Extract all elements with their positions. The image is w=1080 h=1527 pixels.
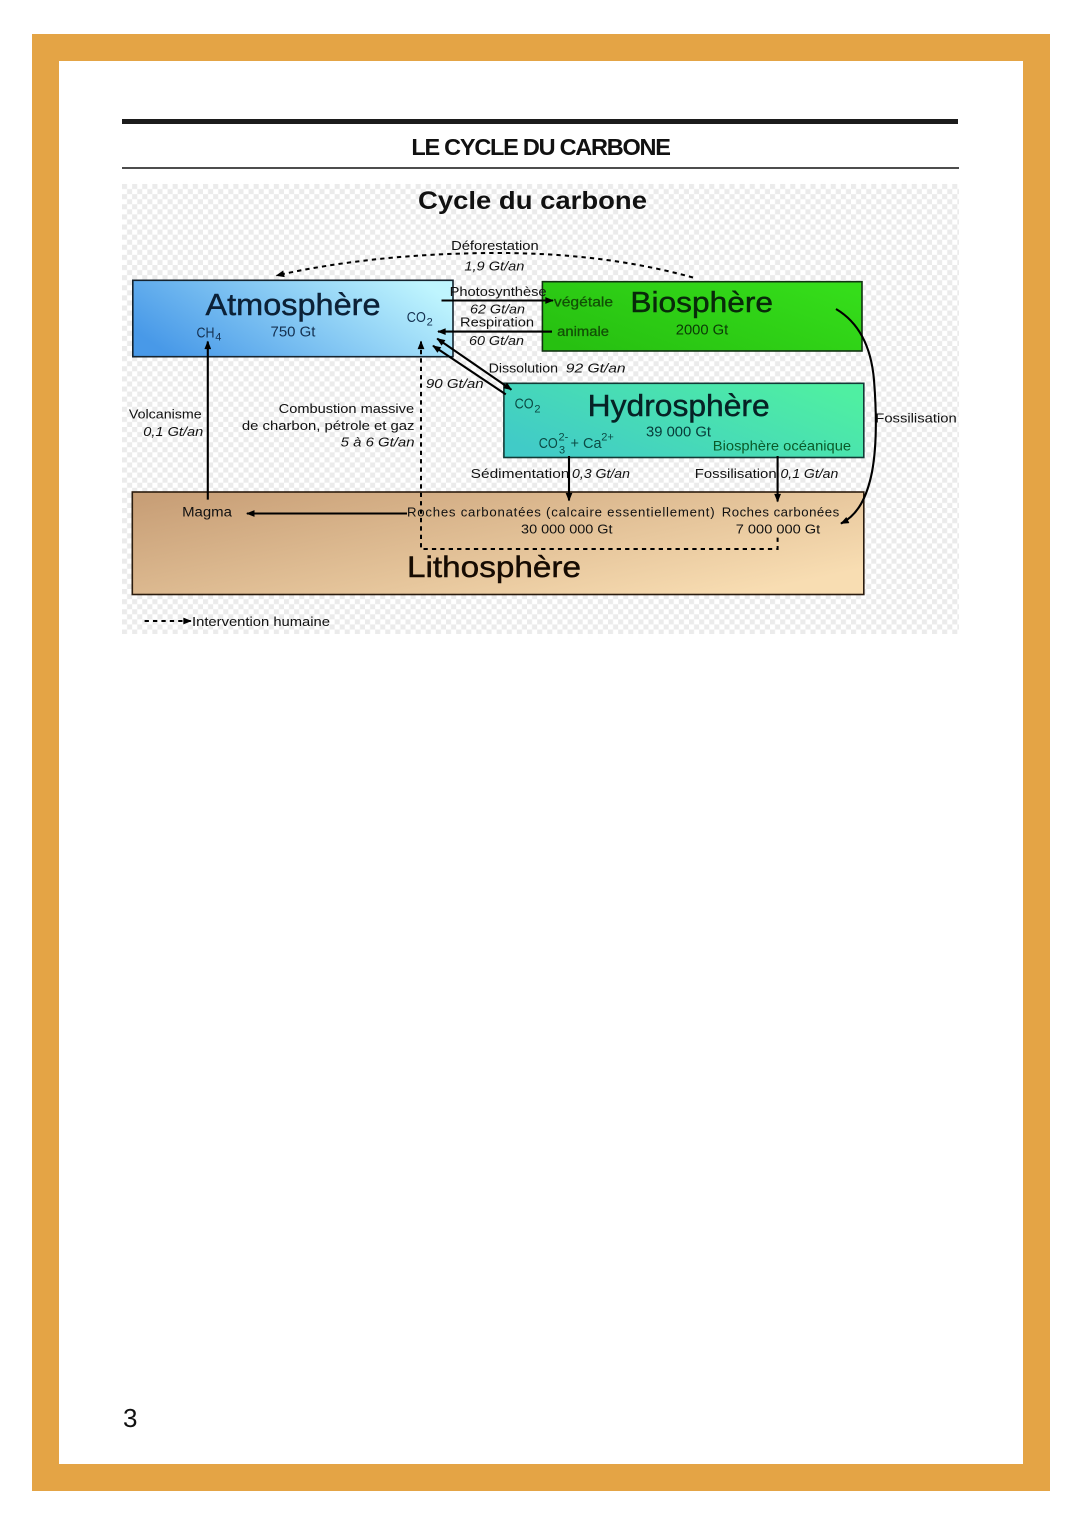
svg-text:Magma: Magma (182, 504, 232, 519)
svg-text:2: 2 (427, 316, 433, 328)
svg-text:Combustion massive: Combustion massive (279, 401, 414, 416)
svg-text:Fossilisation: Fossilisation (695, 466, 777, 481)
svg-text:0,3 Gt/an: 0,3 Gt/an (572, 466, 630, 481)
svg-text:Biosphère océanique: Biosphère océanique (713, 439, 851, 454)
svg-text:CO: CO (515, 396, 534, 413)
svg-text:0,1 Gt/an: 0,1 Gt/an (143, 424, 203, 439)
svg-text:2: 2 (534, 404, 540, 416)
svg-text:Atmosphère: Atmosphère (206, 287, 381, 322)
svg-text:de charbon, pétrole et gaz: de charbon, pétrole et gaz (242, 418, 415, 433)
svg-text:+ Ca: + Ca (571, 436, 603, 452)
svg-text:5 à 6 Gt/an: 5 à 6 Gt/an (341, 435, 415, 450)
svg-text:Déforestation: Déforestation (451, 238, 539, 253)
svg-text:Lithosphère: Lithosphère (407, 551, 581, 584)
svg-text:animale: animale (557, 324, 609, 339)
svg-text:7 000 000 Gt: 7 000 000 Gt (736, 522, 821, 537)
svg-text:1,9 Gt/an: 1,9 Gt/an (464, 259, 524, 274)
svg-text:60 Gt/an: 60 Gt/an (469, 333, 524, 348)
svg-text:0,1 Gt/an: 0,1 Gt/an (781, 466, 839, 481)
svg-text:végétale: végétale (554, 295, 613, 310)
svg-text:Biosphère: Biosphère (630, 287, 773, 319)
svg-text:CH: CH (197, 324, 215, 341)
svg-text:Respiration: Respiration (460, 315, 534, 330)
svg-text:Dissolution: Dissolution (489, 361, 558, 376)
svg-text:Photosynthèse: Photosynthèse (450, 284, 547, 299)
svg-text:CO: CO (407, 309, 426, 326)
svg-text:Cycle du carbone: Cycle du carbone (418, 187, 647, 215)
svg-text:750 Gt: 750 Gt (271, 324, 317, 341)
svg-text:90 Gt/an: 90 Gt/an (426, 376, 484, 391)
svg-text:2-: 2- (559, 432, 569, 444)
svg-text:Sédimentation: Sédimentation (471, 466, 570, 481)
svg-text:2+: 2+ (601, 432, 614, 444)
svg-text:CO: CO (539, 436, 558, 452)
svg-text:Volcanisme: Volcanisme (129, 407, 202, 422)
svg-text:Fossilisation: Fossilisation (875, 411, 956, 426)
svg-text:2000 Gt: 2000 Gt (676, 322, 729, 339)
svg-text:3: 3 (559, 445, 565, 457)
svg-text:62 Gt/an: 62 Gt/an (470, 302, 525, 317)
svg-text:92 Gt/an: 92 Gt/an (566, 361, 626, 376)
svg-text:Intervention humaine: Intervention humaine (192, 614, 330, 629)
svg-text:39 000 Gt: 39 000 Gt (646, 424, 712, 441)
svg-text:4: 4 (215, 332, 221, 344)
svg-text:Roches carbonatées (calcaire e: Roches carbonatées (calcaire essentielle… (407, 505, 715, 520)
svg-text:Roches carbonées: Roches carbonées (722, 505, 840, 520)
svg-text:Hydrosphère: Hydrosphère (588, 389, 770, 423)
svg-text:30 000 000 Gt: 30 000 000 Gt (521, 522, 613, 537)
